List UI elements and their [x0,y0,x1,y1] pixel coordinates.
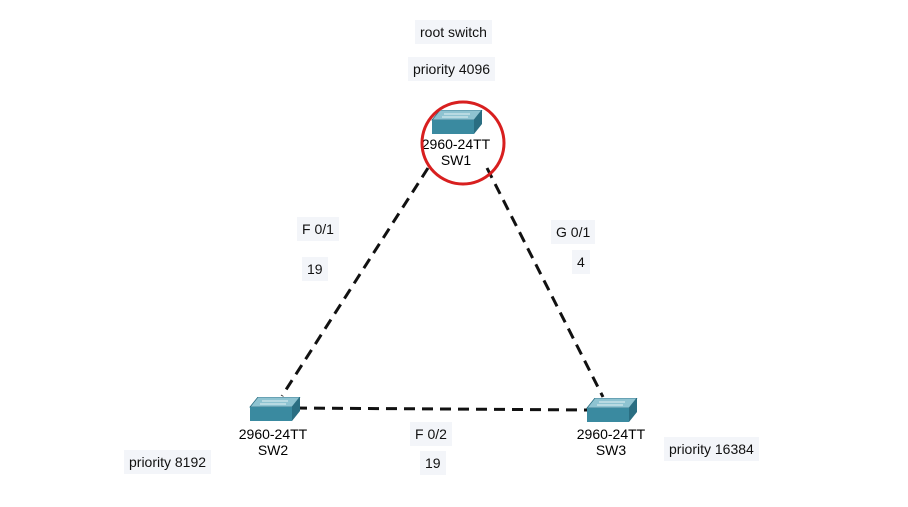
sw2-model: 2960-24TT [238,426,308,442]
sw3-model: 2960-24TT [576,426,646,442]
sw2-name: SW2 [257,442,289,458]
link-sw2-sw3-cost: 19 [420,451,446,475]
sw3-priority-note: priority 16384 [664,437,759,461]
sw1-name: SW1 [440,152,472,168]
root-switch-note: root switch [415,20,492,44]
link-sw2-sw3[interactable] [295,406,591,412]
switch-icon[interactable] [430,110,484,136]
link-sw1-sw2-port: F 0/1 [297,217,339,241]
link-sw1-sw3[interactable] [485,167,605,398]
sw3-name: SW3 [595,442,627,458]
sw1-model: 2960-24TT [421,136,491,152]
sw1-priority-note: priority 4096 [408,57,496,81]
link-sw1-sw2[interactable] [280,167,430,397]
sw1-label: 2960-24TT SW1 [411,136,501,168]
switch-icon[interactable] [248,397,302,423]
link-sw1-sw3-cost: 4 [572,250,590,274]
link-sw2-sw3-port: F 0/2 [410,422,452,446]
sw2-label: 2960-24TT SW2 [228,426,318,458]
sw2-priority-note: priority 8192 [124,450,212,474]
link-sw1-sw3-port: G 0/1 [551,220,596,244]
switch-icon[interactable] [585,398,639,424]
sw3-label: 2960-24TT SW3 [566,426,656,458]
link-sw1-sw2-cost: 19 [302,257,328,281]
